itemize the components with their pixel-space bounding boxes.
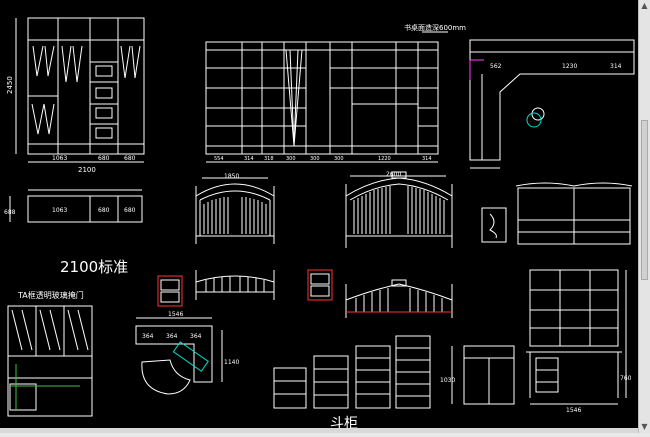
dim-wardrobe-height: 2450: [6, 76, 14, 94]
dim-base-seg-2: 680: [98, 207, 110, 214]
dim-bookcase-7: 1220: [378, 156, 391, 162]
scroll-up-icon[interactable]: ▲: [641, 1, 648, 10]
bookcase-elevation: [205, 31, 448, 163]
cad-drawing: 2100标准 TA框透明玻璃掩门 斗柜 书桌面造深600mm 2450 2100…: [4, 17, 635, 432]
bed-elevation-2: [345, 171, 453, 248]
dim-bookcase-5: 300: [310, 156, 320, 162]
corner-desk-plan: [469, 39, 635, 169]
dim-desk-seg-3: 364: [190, 333, 202, 340]
scroll-down-icon[interactable]: ▼: [641, 422, 648, 431]
vertical-scrollbar[interactable]: ▲ ▼: [638, 0, 650, 433]
dresser-elevation: [515, 182, 633, 245]
chest-of-drawers-group: [273, 335, 515, 409]
dim-bookcase-2: 314: [244, 156, 254, 162]
dim-corner-3: 314: [610, 63, 622, 70]
desk-plan: [135, 317, 223, 383]
dim-bed2-width: 2600: [386, 171, 401, 178]
footboard-2: [345, 279, 453, 318]
footboard-1: [195, 270, 275, 300]
dim-wardrobe-seg-3: 680: [124, 155, 136, 162]
small-cabinet: [481, 207, 507, 243]
label-glass-door: TA框透明玻璃掩门: [17, 290, 84, 300]
label-desk-note: 书桌面造深600mm: [404, 23, 466, 32]
dim-desk-seg-2: 364: [166, 333, 178, 340]
dim-desk-side: 1140: [224, 359, 239, 366]
dim-bookcase-6: 300: [334, 156, 344, 162]
dim-bookcase-3: 318: [264, 156, 274, 162]
dim-chest-height: 1030: [440, 377, 455, 384]
wardrobe-elevation: [15, 17, 145, 163]
horizontal-scrollbar[interactable]: [0, 428, 638, 433]
dim-desk-height: 760: [620, 375, 632, 382]
dim-base-height: 688: [4, 209, 16, 216]
dim-desk-seg-1: 364: [142, 333, 154, 340]
dim-corner-2: 1230: [562, 63, 577, 70]
dim-corner-1: 562: [490, 63, 502, 70]
drawing-canvas[interactable]: 2100标准 TA框透明玻璃掩门 斗柜 书桌面造深600mm 2450 2100…: [0, 0, 638, 433]
dim-bed-width: 1850: [224, 173, 239, 180]
dim-base-seg-3: 680: [124, 207, 136, 214]
dim-hutch-width: 1546: [566, 407, 581, 414]
desk-hutch-elevation: [526, 269, 627, 405]
wardrobe-base-elevation: [9, 189, 143, 223]
dim-bookcase-4: 300: [286, 156, 296, 162]
dim-desk-top: 1546: [168, 311, 183, 318]
dim-wardrobe-seg-1: 1063: [52, 155, 67, 162]
dim-base-seg-1: 1063: [52, 207, 67, 214]
glass-door-cabinet: [7, 305, 93, 417]
colored-accents: [10, 59, 542, 410]
dim-bookcase-8: 314: [422, 156, 432, 162]
label-standard: 2100标准: [60, 258, 128, 276]
dim-wardrobe-total: 2100: [78, 166, 96, 174]
scrollbar-thumb[interactable]: [641, 120, 648, 280]
bed-elevation-1: [195, 177, 275, 244]
dim-wardrobe-seg-2: 680: [98, 155, 110, 162]
dim-bookcase-1: 554: [214, 156, 224, 162]
